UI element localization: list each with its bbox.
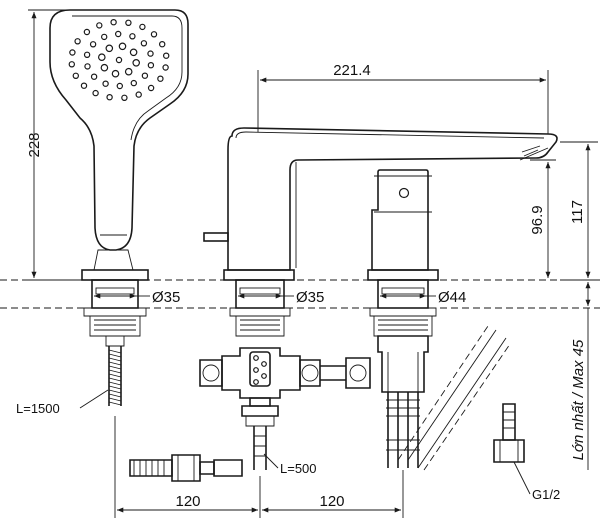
- spray-nozzle: [96, 22, 103, 29]
- spray-nozzle: [162, 52, 170, 59]
- spray-nozzle: [100, 63, 109, 72]
- spray-nozzle: [162, 64, 169, 71]
- dim-117-label: 117: [569, 200, 586, 224]
- spray-nozzle: [141, 72, 149, 79]
- spray-face: [68, 19, 170, 102]
- spray-nozzle: [118, 42, 127, 51]
- hand-shower: [49, 9, 189, 271]
- dim-221-4-label: 221.4: [333, 62, 371, 79]
- spray-nozzle: [80, 82, 88, 89]
- spacing-right-label: 120: [319, 493, 344, 510]
- spray-nozzle: [116, 82, 124, 90]
- spacing-left-label: 120: [175, 493, 200, 510]
- shower-holder: [81, 269, 149, 406]
- spray-nozzle: [115, 56, 123, 64]
- spray-nozzle: [114, 30, 122, 38]
- dim-spacing: [114, 416, 404, 518]
- dim-max45-label: Lớn nhất / Max 45: [570, 339, 587, 460]
- dim-96-9-label: 96.9: [529, 205, 546, 234]
- spray-nozzle: [69, 49, 76, 56]
- spray-nozzle: [83, 28, 91, 36]
- spray-nozzle: [74, 38, 81, 45]
- dim-228-label: 228: [26, 132, 43, 157]
- spray-nozzle: [132, 58, 141, 67]
- spray-nozzle: [129, 48, 138, 57]
- hose-length-label: L=1500: [16, 401, 60, 416]
- flex-tube: [397, 325, 511, 471]
- spray-nozzle: [102, 80, 109, 87]
- spray-nozzle: [150, 31, 158, 38]
- spray-nozzle: [130, 79, 137, 87]
- dim-228: [28, 9, 82, 281]
- spray-nozzle: [111, 69, 120, 78]
- valve-handle: [367, 169, 439, 468]
- inlet-connector: [129, 454, 243, 482]
- spray-nozzle: [147, 50, 154, 57]
- spray-nozzle: [139, 23, 146, 31]
- spray-nozzle: [158, 41, 166, 48]
- thread-label: G1/2: [532, 487, 560, 502]
- dim-117: [560, 141, 598, 281]
- spray-nozzle: [90, 73, 98, 80]
- spray-nozzle: [135, 91, 142, 98]
- spray-nozzle: [129, 33, 136, 40]
- spray-nozzle: [92, 89, 99, 97]
- spout: [203, 127, 558, 337]
- spray-nozzle: [147, 84, 155, 92]
- spray-nozzle: [68, 61, 76, 68]
- spray-nozzle: [105, 44, 114, 53]
- spray-nozzle: [89, 41, 97, 48]
- spray-nozzle: [121, 94, 128, 102]
- spray-nozzle: [84, 63, 91, 70]
- spray-nozzle: [140, 40, 148, 47]
- g12-fitting: [493, 403, 525, 463]
- tube-length-label: L=500: [280, 461, 317, 476]
- spray-nozzle: [157, 75, 164, 82]
- leaders: [79, 389, 531, 495]
- spray-nozzle: [110, 19, 117, 26]
- dia-shower-label: Ø35: [152, 289, 180, 306]
- dim-221-4: [257, 70, 549, 134]
- dia-valve-label: Ø44: [438, 289, 466, 306]
- spray-nozzle: [83, 51, 91, 59]
- spray-nozzle: [106, 93, 113, 101]
- spray-nozzle: [72, 72, 80, 80]
- spray-nozzle: [98, 53, 106, 62]
- spray-nozzle: [100, 33, 108, 41]
- spray-nozzle: [125, 19, 132, 26]
- mixing-body: [199, 347, 371, 470]
- spray-nozzle: [124, 67, 133, 76]
- dim-96-9: [530, 159, 556, 278]
- dia-spout-label: Ø35: [296, 289, 324, 306]
- spray-nozzle: [147, 61, 155, 69]
